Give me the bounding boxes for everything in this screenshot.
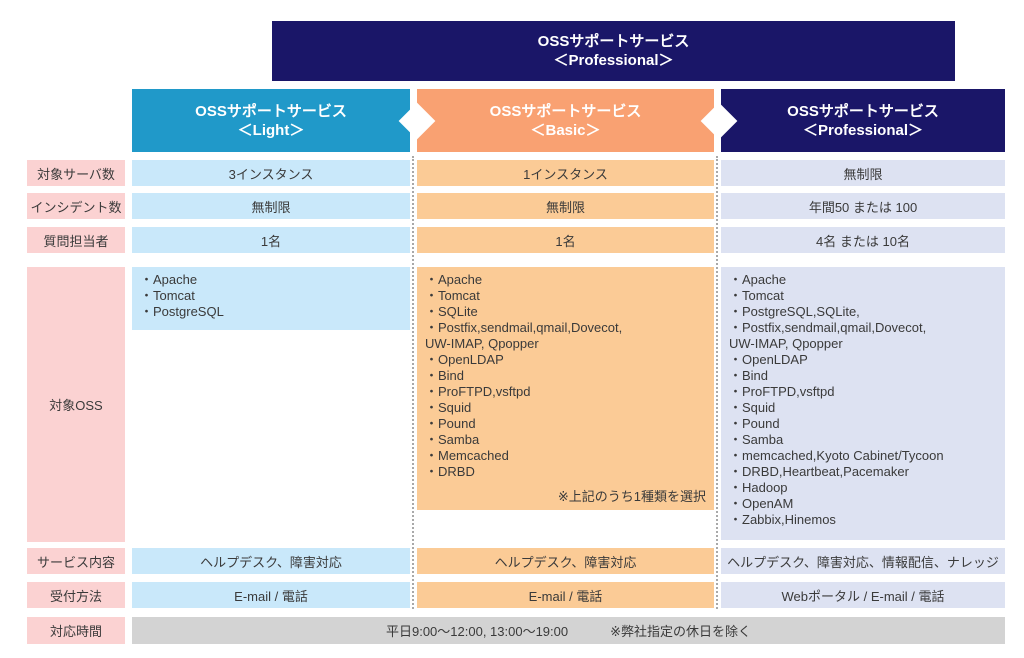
cell-servers-professional: 無制限 [721, 160, 1005, 186]
row-label-servers: 対象サーバ数 [27, 160, 125, 186]
row-label-incidents: インシデント数 [27, 193, 125, 219]
column-divider [412, 156, 414, 609]
row-label-reception: 受付方法 [27, 582, 125, 608]
cell-incidents-light: 無制限 [132, 193, 410, 219]
cell-service-basic: ヘルプデスク、障害対応 [417, 548, 714, 574]
column-header-basic-line2: ＜Basic＞ [530, 121, 601, 139]
column-divider [716, 156, 718, 609]
cell-oss-basic: ・Apache ・Tomcat ・SQLite ・Postfix,sendmai… [417, 267, 714, 510]
cell-oss-professional: ・Apache ・Tomcat ・PostgreSQL,SQLite, ・Pos… [721, 267, 1005, 540]
cell-incidents-professional: 年間50 または 100 [721, 193, 1005, 219]
hours-time: 平日9:00～12:00, 13:00～19:00 [385, 624, 569, 639]
cell-servers-light: 3インスタンス [132, 160, 410, 186]
row-label-oss: 対象OSS [27, 267, 125, 542]
top-banner-line1: OSSサポートサービス [537, 33, 690, 50]
column-header-professional-line1: OSSサポートサービス [787, 102, 939, 120]
cell-reception-basic: E-mail / 電話 [417, 582, 714, 608]
cell-contacts-professional: 4名 または 10名 [721, 227, 1005, 253]
column-header-professional: OSSサポートサービス ＜Professional＞ [721, 89, 1005, 152]
cell-incidents-basic: 無制限 [417, 193, 714, 219]
row-label-service: サービス内容 [27, 548, 125, 574]
column-header-basic: OSSサポートサービス ＜Basic＞ [417, 89, 714, 152]
cell-service-light: ヘルプデスク、障害対応 [132, 548, 410, 574]
cell-contacts-light: 1名 [132, 227, 410, 253]
cell-oss-basic-list: ・Apache ・Tomcat ・SQLite ・Postfix,sendmai… [425, 272, 623, 479]
cell-oss-basic-note: ※上記のうち1種類を選択 [557, 489, 706, 504]
hours-note: ※弊社指定の休日を除く [610, 624, 752, 639]
column-header-basic-line1: OSSサポートサービス [489, 102, 642, 120]
cell-hours: 平日9:00～12:00, 13:00～19:00 ※弊社指定の休日を除く [132, 617, 1005, 644]
row-label-contacts: 質問担当者 [27, 227, 125, 253]
column-header-light: OSSサポートサービス ＜Light＞ [132, 89, 410, 152]
row-label-hours: 対応時間 [27, 617, 125, 644]
cell-reception-light: E-mail / 電話 [132, 582, 410, 608]
cell-servers-basic: 1インスタンス [417, 160, 714, 186]
column-header-light-line2: ＜Light＞ [237, 121, 305, 139]
top-banner: OSSサポートサービス ＜Professional＞ [272, 21, 955, 81]
column-header-professional-line2: ＜Professional＞ [802, 121, 924, 139]
cell-reception-professional: Webポータル / E-mail / 電話 [721, 582, 1005, 608]
column-header-light-line1: OSSサポートサービス [195, 102, 347, 120]
cell-service-professional: ヘルプデスク、障害対応、情報配信、ナレッジ [721, 548, 1005, 574]
top-banner-line2: ＜Professional＞ [553, 52, 674, 69]
cell-contacts-basic: 1名 [417, 227, 714, 253]
cell-oss-light: ・Apache ・Tomcat ・PostgreSQL [132, 267, 410, 330]
